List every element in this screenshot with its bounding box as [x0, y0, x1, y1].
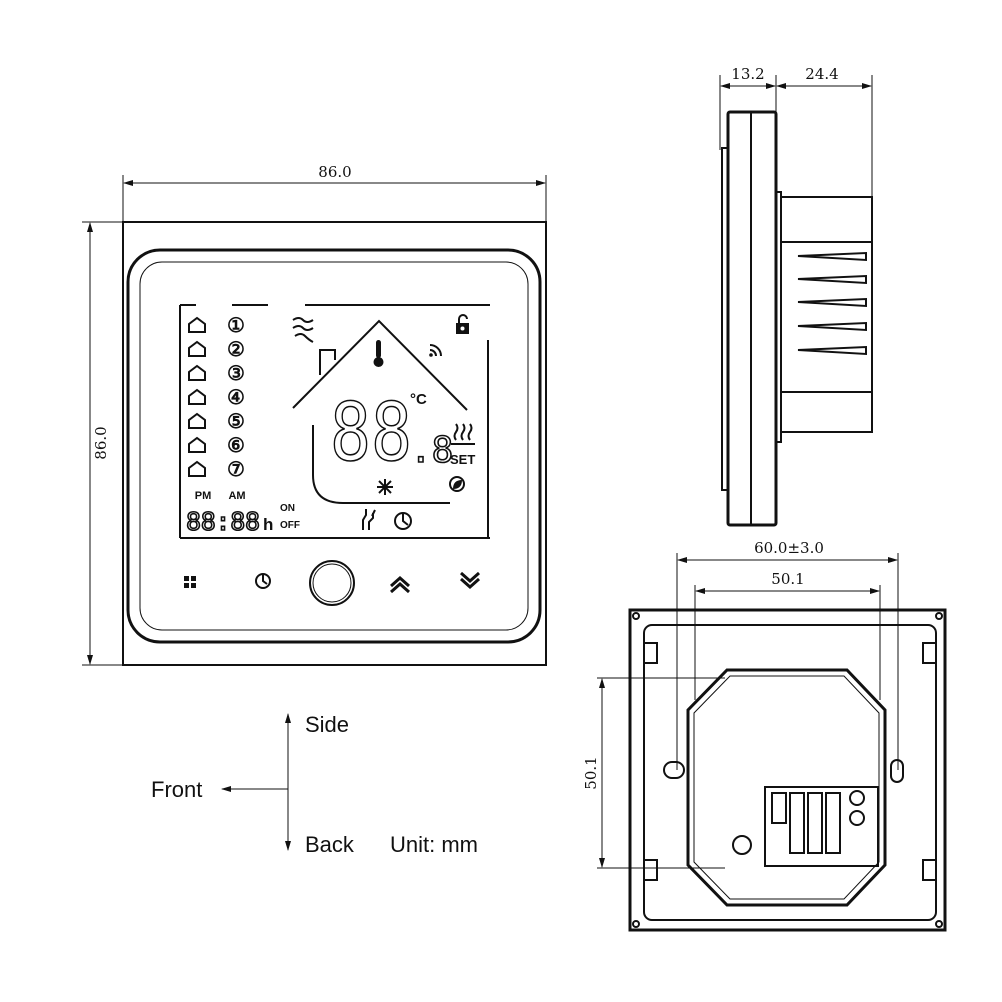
off-indicator: OFF: [280, 520, 300, 531]
fin: [797, 297, 867, 308]
side-view: 13.2 24.4: [719, 65, 873, 527]
program-number: ②: [227, 339, 245, 361]
front-height-label: 86.0: [92, 426, 110, 459]
side-label: Side: [305, 712, 349, 737]
program-number: ①: [227, 315, 245, 337]
side-front-depth-label: 13.2: [731, 65, 764, 83]
down-button[interactable]: [460, 571, 480, 590]
house-program-icon: [188, 364, 206, 381]
front-width-dimension: 86.0: [122, 163, 547, 222]
set-indicator: SET: [450, 452, 475, 467]
hand-icon: [362, 509, 376, 530]
eco-icon: [449, 476, 465, 492]
front-bezel: [126, 248, 542, 644]
house-program-icon: [188, 316, 206, 333]
terminal: [789, 792, 805, 854]
fin: [797, 321, 867, 332]
house-program-icon: [188, 412, 206, 429]
program-number: ③: [227, 363, 245, 385]
house-outline: [292, 319, 468, 504]
down-chevron-icon: [460, 571, 480, 590]
hour-unit: h: [263, 515, 273, 534]
heat-icon: [451, 423, 475, 445]
box-height-label: 50.1: [582, 756, 600, 789]
menu-grid-icon: [184, 576, 196, 588]
orientation-legend: Side Front Back Unit: mm: [151, 712, 478, 857]
wifi-icon: [429, 344, 442, 357]
house-program-icon: [188, 460, 206, 477]
program-column: ① ② ③ ④ ⑤ ⑥ ⑦: [188, 315, 245, 481]
pm-indicator: PM: [195, 490, 212, 502]
house-program-icon: [188, 436, 206, 453]
clock-button[interactable]: [255, 573, 271, 589]
program-number: ⑥: [227, 435, 245, 457]
lock-icon: [456, 314, 469, 334]
temperature-decimal: .8: [410, 430, 453, 471]
program-number: ④: [227, 387, 245, 409]
time-display: 88:88: [186, 507, 260, 536]
front-width-label: 86.0: [318, 163, 351, 181]
side-fins: [797, 251, 867, 356]
up-button[interactable]: [390, 575, 410, 594]
power-button-icon: [309, 560, 355, 606]
on-indicator: ON: [280, 503, 295, 514]
terminal: [825, 792, 841, 854]
temperature-display: 88: [330, 386, 412, 479]
front-view: 86.0 86.0 ① ②: [82, 163, 547, 666]
hole-spacing-label: 60.0±3.0: [754, 539, 824, 557]
terminal: [807, 792, 823, 854]
terminal: [771, 792, 787, 824]
unit-label: Unit: mm: [390, 832, 478, 857]
front-frame: [122, 221, 547, 666]
am-indicator: AM: [228, 490, 245, 502]
fin: [797, 251, 867, 262]
box-width-label: 50.1: [771, 570, 804, 588]
wave-icon: [292, 317, 314, 343]
clock-icon: [394, 512, 412, 530]
thermometer-icon: [373, 340, 384, 367]
up-chevron-icon: [390, 575, 410, 594]
fin: [797, 345, 867, 356]
sun-icon: [377, 479, 393, 495]
clock-icon: [255, 573, 271, 589]
power-button[interactable]: [309, 560, 355, 606]
house-program-icon: [188, 340, 206, 357]
temp-unit: °C: [410, 391, 427, 408]
program-number: ⑤: [227, 411, 245, 433]
menu-grid-button[interactable]: [184, 576, 196, 588]
back-label: Back: [305, 832, 355, 857]
house-program-icon: [188, 388, 206, 405]
front-label: Front: [151, 777, 202, 802]
back-view: 60.0±3.0 50.1 50.1: [582, 539, 947, 932]
fin: [797, 274, 867, 285]
program-number: ⑦: [227, 459, 245, 481]
side-back-depth-label: 24.4: [805, 65, 838, 83]
front-height-dimension: 86.0: [82, 221, 123, 666]
lcd-frame: [179, 304, 490, 539]
